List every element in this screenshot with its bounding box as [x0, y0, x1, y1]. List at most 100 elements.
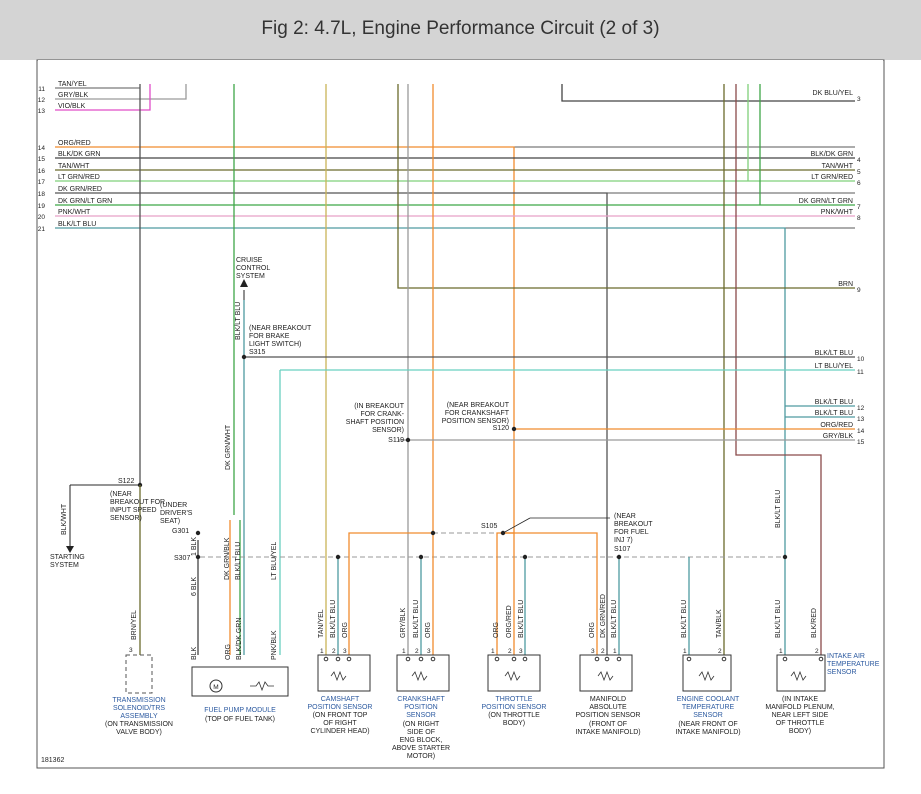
cmp-pin — [346, 656, 352, 662]
cmp-pin-number: 2 — [332, 648, 336, 655]
wire-blk-lt-blu-21 — [55, 227, 786, 655]
s122-id: S122 — [118, 478, 134, 485]
s107-note: FOR FUEL — [614, 529, 649, 536]
vlabel-ect-blk-lt-blu: BLK/LT BLU — [681, 600, 688, 638]
ect-pin — [686, 656, 692, 662]
vlabel-dk-grn-wht: DK GRN/WHT — [225, 424, 232, 470]
wire-label-right: BLK/LT BLU — [815, 410, 853, 417]
iat-pin — [782, 656, 788, 662]
fuel-pump-loc: (TOP OF FUEL TANK) — [205, 716, 275, 723]
vlabel-ckp-org: ORG — [425, 622, 432, 638]
vlabel-brn-yel: BRN/YEL — [131, 610, 138, 640]
wire-label-left: PNK/WHT — [58, 209, 91, 216]
vlabel-6-blk: 6 BLK — [191, 577, 198, 596]
ect-pin-number: 2 — [718, 648, 722, 655]
wire-number-right: 7 — [857, 204, 861, 211]
wire-brn-9 — [397, 84, 855, 289]
cruise-control-label: CONTROL — [236, 265, 270, 272]
vlabel-map-org: ORG — [589, 622, 596, 638]
s120-note: FOR CRANKSHAFT — [445, 410, 510, 417]
map-body — [579, 654, 633, 692]
vlabel-lt-blu-yel: LT BLU/YEL — [271, 542, 278, 580]
splice-dot — [241, 354, 247, 360]
vlabel-cmp-blk-lt-blu: BLK/LT BLU — [330, 600, 337, 638]
iat-pin-number: 1 — [779, 648, 783, 655]
splice-dot — [782, 554, 788, 560]
map-pin-number: 2 — [601, 648, 605, 655]
wire-label-right: GRY/BLK — [823, 433, 854, 440]
starting-arrow-head — [66, 546, 74, 553]
wire-number-left: 14 — [38, 145, 46, 152]
s122-note: BREAKOUT FOR — [110, 499, 165, 506]
cmp-pin — [335, 656, 341, 662]
ckp-pin-number: 1 — [402, 648, 406, 655]
splice-dot — [522, 554, 528, 560]
ect-name: TEMPERATURE — [682, 704, 735, 711]
tps-pin — [522, 656, 528, 662]
wire-number-left: 16 — [38, 168, 46, 175]
fuel-pump-body — [191, 666, 289, 697]
ckp-name: CRANKSHAFT — [397, 696, 445, 703]
splice-dot — [430, 530, 436, 536]
wire-label-left: TAN/WHT — [58, 163, 90, 170]
s105-id: S105 — [481, 523, 497, 530]
s315-id: S315 — [249, 349, 265, 356]
s120-id: S120 — [493, 425, 509, 432]
wire-label-right: TAN/WHT — [822, 163, 854, 170]
wire-dk-blu-yel-3 — [561, 84, 855, 102]
wire-label-left: BLK/DK GRN — [58, 151, 100, 158]
iat-name: INTAKE AIR — [827, 653, 865, 660]
ect-element-icon — [698, 670, 715, 682]
ckp-pin-number: 3 — [427, 648, 431, 655]
trans-name: SOLENOID/TRS — [113, 705, 165, 712]
vlabel-cmp-tan-yel: TAN/YEL — [318, 609, 325, 638]
cmp-body — [317, 654, 371, 692]
wire-trunk-blk-red — [735, 84, 822, 655]
tps-body — [487, 654, 541, 692]
trans-pin-3: 3 — [129, 647, 133, 654]
tps-pin-number: 1 — [491, 648, 495, 655]
splice-dot — [418, 554, 424, 560]
ckp-body — [396, 654, 450, 692]
cruise-control-label: CRUISE — [236, 257, 263, 264]
wire-label-left: DK GRN/LT GRN — [58, 198, 112, 205]
ect-loc: (NEAR FRONT OF — [678, 721, 737, 728]
ect-pin-number: 1 — [683, 648, 687, 655]
ckp-pin — [418, 656, 424, 662]
g301-note: DRIVER'S — [160, 510, 193, 517]
iat-pin-number: 2 — [815, 648, 819, 655]
vlabel-blk-lt-blu-top: BLK/LT BLU — [235, 302, 242, 340]
wire-label-left: GRY/BLK — [58, 92, 89, 99]
vlabel-tps-org-red: ORG/RED — [506, 605, 513, 638]
vlabel-blk-wht: BLK/WHT — [61, 503, 68, 535]
tps-element-icon — [504, 670, 521, 682]
wire-number-right: 11 — [857, 369, 864, 376]
map-pin — [594, 656, 600, 662]
vlabel-org-fp: ORG — [225, 644, 232, 660]
wire-number-right: 15 — [857, 439, 865, 446]
fuel-pump-name: FUEL PUMP MODULE — [204, 707, 276, 714]
wire-number-right: 5 — [857, 169, 861, 176]
wire-layer — [55, 84, 855, 655]
wire-number-left: 12 — [38, 97, 46, 104]
trans-name: TRANSMISSION — [112, 697, 165, 704]
wire-number-right: 8 — [857, 215, 861, 222]
vlabel-iat-blk-lt-blu: BLK/LT BLU — [775, 600, 782, 638]
s120-note: POSITION SENSOR) — [442, 418, 509, 425]
s122-note: INPUT SPEED — [110, 507, 157, 514]
wire-label-left: ORG/RED — [58, 140, 91, 147]
wire-label-left: LT GRN/RED — [58, 174, 100, 181]
vlabel-ckp-blk-lt-blu: BLK/LT BLU — [413, 600, 420, 638]
vlabel-1-blk: 1 BLK — [191, 537, 198, 556]
wire-gry-blk — [55, 84, 187, 100]
cmp-pin-number: 1 — [320, 648, 324, 655]
cmp-element-icon — [330, 670, 347, 682]
ect-body — [682, 654, 732, 692]
tps-loc: BODY) — [503, 720, 525, 727]
s315-note: (NEAR BREAKOUT — [249, 325, 312, 332]
iat-loc: BODY) — [789, 728, 811, 735]
iat-name: TEMPERATURE — [827, 661, 880, 668]
s107-id: S107 — [614, 546, 630, 553]
fuel-pump-motor-letter: M — [213, 684, 218, 691]
